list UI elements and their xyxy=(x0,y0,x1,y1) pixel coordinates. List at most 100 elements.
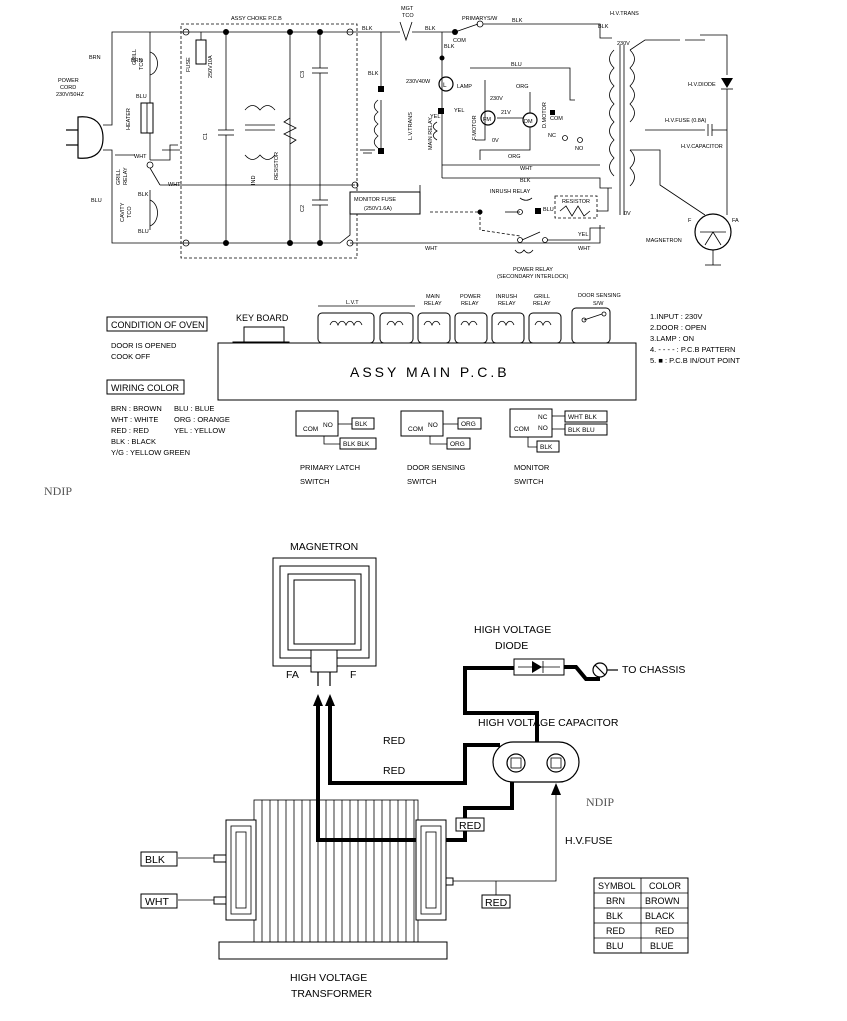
assembly-f-label: F xyxy=(350,669,356,681)
wire-label-brn: BRN xyxy=(89,55,101,61)
mgt-tco-label: MGT xyxy=(401,6,414,12)
wire-label-yel-3: YEL xyxy=(578,232,588,238)
wire-label-wht-3: WHT xyxy=(520,166,533,172)
relay-nc-label: NC xyxy=(548,133,556,139)
wire-label-wht: WHT xyxy=(134,154,147,160)
inrush-resistor-label: RESISTOR xyxy=(562,199,590,205)
hv-transformer-core xyxy=(253,799,419,943)
grill-relay-label: GRILL xyxy=(116,169,122,185)
wiring-color-1: BRN : BROWN xyxy=(111,404,162,413)
monitor-nc-wht-blk: WHT BLK xyxy=(568,414,597,421)
mgt-tco-icon xyxy=(399,21,413,42)
cavity-tco-label-2: TCO xyxy=(127,206,133,218)
main-relay-label: MAIN RELAY xyxy=(428,117,434,150)
arrow-up-icon xyxy=(313,694,323,706)
assy-main-pcb-label: ASSY MAIN P.C.B xyxy=(350,364,510,380)
power-cord-label: POWER xyxy=(58,78,79,84)
mgt-tco-label-2: TCO xyxy=(402,13,414,19)
door-switch-box xyxy=(400,410,444,437)
wire-red-3: RED xyxy=(459,820,482,832)
power-cord-label-2: CORD xyxy=(60,85,76,91)
hv-filament-coil-icon xyxy=(629,149,635,187)
secondary-interlock-label: (SECONDARY INTERLOCK) xyxy=(497,274,568,280)
arrow-up-icon-3 xyxy=(551,783,561,795)
symbol-table-cell: BLUE xyxy=(650,941,674,951)
wire-label-blu-5: BLU xyxy=(543,207,554,213)
pcb-main-relay-label: MAIN xyxy=(426,294,440,300)
magnetron-f-label: F xyxy=(688,218,692,224)
magnetron-label: MAGNETRON xyxy=(646,238,682,244)
cavity-tco-label: CAVITY xyxy=(120,202,126,222)
wire-label-blk-2: BLK xyxy=(362,26,373,32)
condition-title: CONDITION OF OVEN xyxy=(111,320,205,330)
wire-label-yel-2: YEL xyxy=(430,114,440,120)
wiring-title-box xyxy=(106,379,185,395)
lvt-label: L.V.T xyxy=(346,300,359,306)
power-relay-label: POWER RELAY xyxy=(513,267,553,273)
magnetron-title: MAGNETRON xyxy=(290,541,358,553)
pcb-power-relay-label-2: RELAY xyxy=(461,301,479,307)
fuse-label: FUSE xyxy=(186,57,192,72)
wire-label-blk-4: BLK xyxy=(512,18,523,24)
wire-label-blk-7: BLK xyxy=(520,178,531,184)
hv-transformer-title: HIGH VOLTAGE xyxy=(290,972,367,984)
wire-label-blu-4: BLU xyxy=(511,62,522,68)
pcb-door-sensing-label: DOOR SENSING xyxy=(578,293,621,299)
wire-wht-label: WHT xyxy=(145,896,169,908)
primary-com-blk-blk: BLK BLK xyxy=(343,441,370,448)
symbol-table-cell: BLK xyxy=(606,911,623,921)
c2-label: C2 xyxy=(300,205,306,212)
cap-terminal-1 xyxy=(506,753,526,773)
door-com-org: ORG xyxy=(450,441,465,448)
door-no-org: ORG xyxy=(461,421,476,428)
grill-tco-label: GRILL xyxy=(132,49,138,65)
symbol-table-cell: BLU xyxy=(606,941,624,951)
note-3: 3.LAMP : ON xyxy=(650,334,694,343)
monitor-switch-title: MONITOR xyxy=(514,463,550,472)
wire-red-1: RED xyxy=(383,735,406,747)
door-no: NO xyxy=(428,422,438,429)
door-switch-title-2: SWITCH xyxy=(407,477,437,486)
condition-title-box xyxy=(106,316,208,332)
wiring-color-4: BLK : BLACK xyxy=(111,437,156,446)
hv-trans-label: H.V.TRANS xyxy=(610,11,639,17)
lv-trans-label: L.V.TRANS xyxy=(408,112,414,140)
primary-switch-title-2: SWITCH xyxy=(300,477,330,486)
pcb-inrush-relay-label: INRUSH xyxy=(496,294,517,300)
pcb-grill-relay-label: GRILL xyxy=(534,294,550,300)
grill-tco-label-2: TCO xyxy=(139,58,145,70)
primary-no-blk: BLK xyxy=(355,421,368,428)
primary-switch-label: PRIMARYS/W xyxy=(462,16,498,22)
wiring-color-5: Y/G : YELLOW GREEN xyxy=(111,448,190,457)
lamp-icon xyxy=(438,76,454,92)
condition-line-1: DOOR IS OPENED xyxy=(111,341,177,350)
fm-21v: 21V xyxy=(501,110,511,116)
transformer-right-winding xyxy=(415,819,447,921)
wire-label-blk: BLK xyxy=(138,192,149,198)
primary-switch-box xyxy=(295,410,339,437)
hv-fuse-label: H.V.FUSE (0.8A) xyxy=(665,118,707,124)
inrush-relay-coil-icon xyxy=(519,197,533,201)
hv-assembly: MAGNETRON FA F RED RED HIGH VOLTAGE DIOD… xyxy=(140,541,685,1000)
monitor-switch-title-2: SWITCH xyxy=(514,477,544,486)
pcb-power-relay-label: POWER xyxy=(460,294,481,300)
monitor-com-blk: BLK xyxy=(540,444,553,451)
pcb-grill-relay-label-2: RELAY xyxy=(533,301,551,307)
wire-red-2: RED xyxy=(383,765,406,777)
monitor-fuse-box xyxy=(349,191,421,215)
symbol-table-header-color: COLOR xyxy=(649,881,682,891)
fm-230v: 230V xyxy=(490,96,503,102)
grill-tco-icon xyxy=(149,51,158,76)
power-relay-coil-icon xyxy=(514,249,534,254)
door-switch-title: DOOR SENSING xyxy=(407,463,466,472)
ind-label: IND xyxy=(251,176,257,186)
symbol-table-cell: BRN xyxy=(606,896,625,906)
hv-secondary-coil-icon xyxy=(629,49,635,123)
key-board-connector xyxy=(243,326,285,344)
main-pcb: KEY BOARD L.V.T MAIN RELAY POWER RELAY I… xyxy=(217,293,637,401)
wire-label-wht-5: WHT xyxy=(578,246,591,252)
c1-label: C1 xyxy=(203,133,209,140)
wire-blk-label: BLK xyxy=(145,854,165,866)
lamp-symbol: L xyxy=(443,82,447,89)
